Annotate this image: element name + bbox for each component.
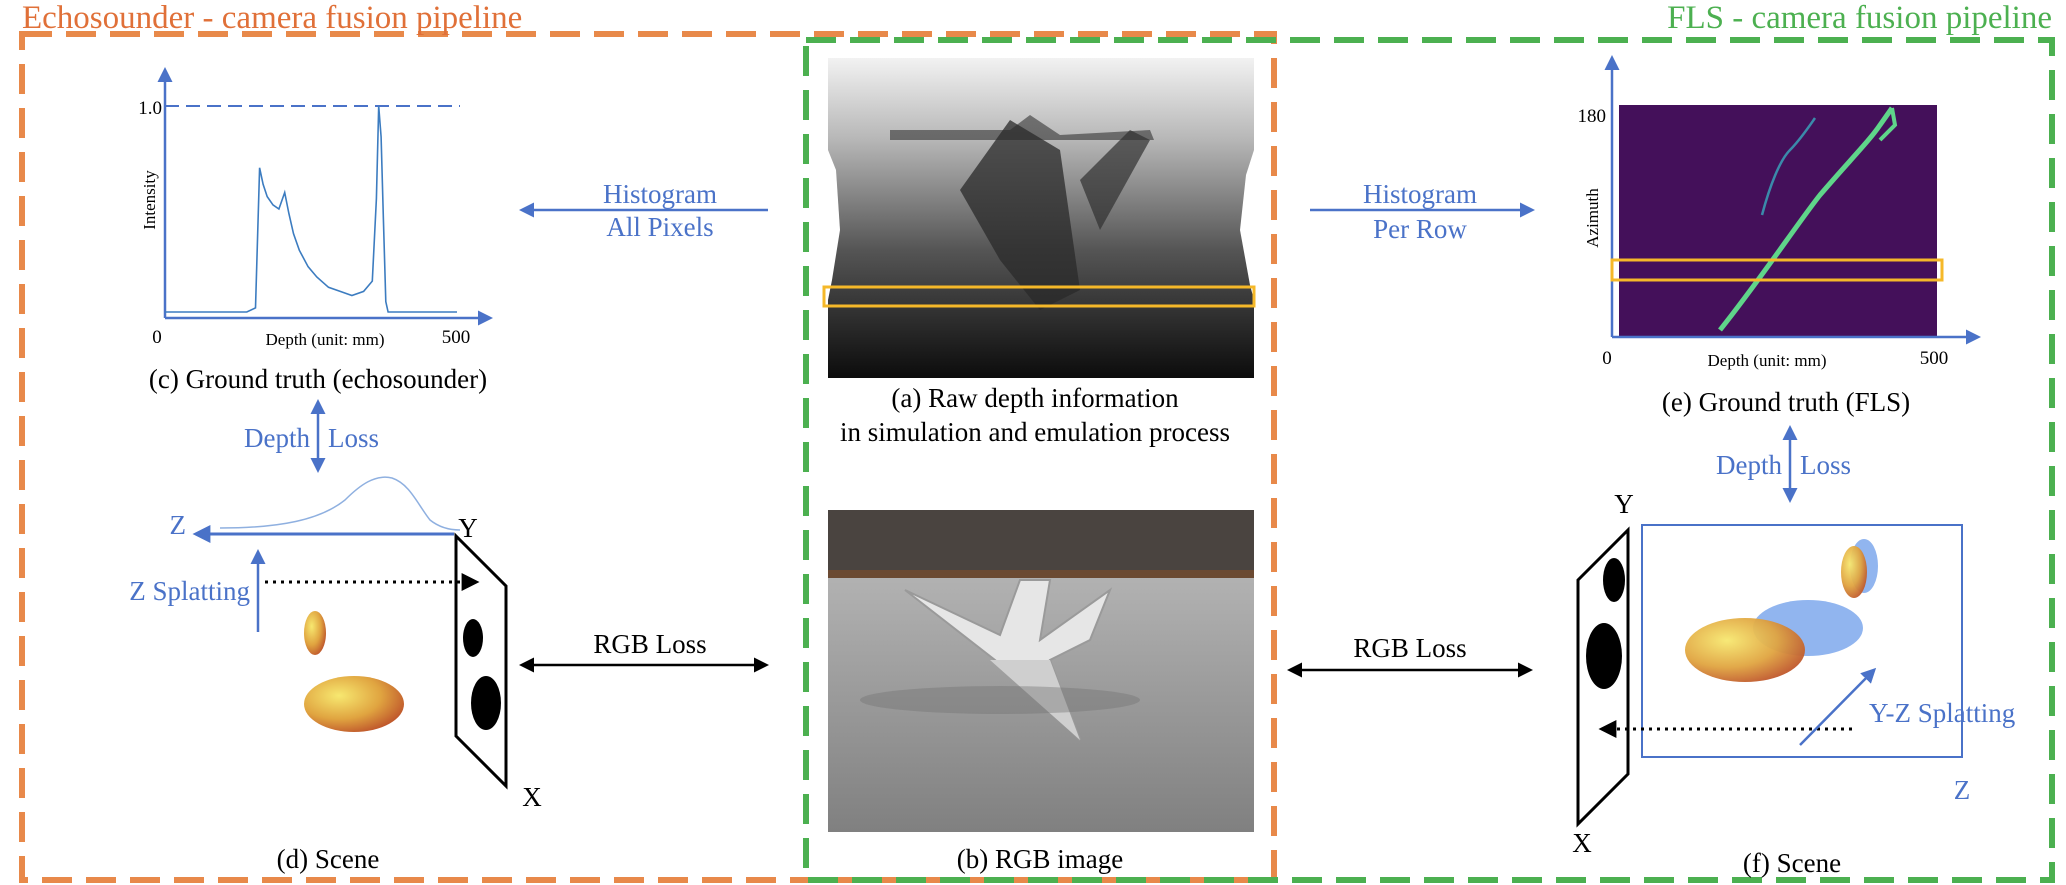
raw-depth-image	[822, 58, 1256, 378]
scene-d-gaussian-large	[304, 676, 404, 732]
scene-d-lens-small	[463, 619, 483, 657]
scene-f-gaussian-small	[1841, 546, 1867, 598]
chart-c-intensity-series	[165, 105, 457, 313]
chart-c-ytick-max: 1.0	[138, 98, 162, 119]
fls-scene: Y X Z Y-Z Splatting	[1572, 489, 2015, 858]
scene-d-x-label: X	[522, 782, 542, 812]
echosounder-pipeline-frame	[19, 31, 1277, 883]
chart-c-xtick-min: 0	[152, 327, 162, 348]
rgb-image	[828, 510, 1254, 832]
chart-e-xlabel: Depth (unit: mm)	[1708, 351, 1827, 370]
scene-f-lens-large	[1586, 623, 1622, 689]
scene-f-bounding-box	[1641, 524, 1963, 758]
rgb-loss-left-label: RGB Loss	[593, 629, 706, 659]
chart-c-xtick-max: 500	[442, 327, 471, 348]
scene-f-z-label: Z	[1954, 775, 1971, 805]
fls-heatmap	[1619, 105, 1937, 337]
histogram-right-label-1: Histogram	[1363, 179, 1477, 209]
scene-f-y-label: Y	[1614, 489, 1634, 519]
panel-a-caption-line1: (a) Raw depth information	[891, 383, 1179, 413]
fls-row-highlight	[1610, 258, 1944, 282]
scene-d-gaussian-small	[304, 611, 326, 655]
panel-a-caption-line2: in simulation and emulation process	[840, 417, 1230, 447]
histogram-left-label-1: Histogram	[603, 179, 717, 209]
scene-d-z-label: Z	[170, 510, 187, 540]
depth-row-highlight	[822, 285, 1256, 308]
scene-f-x-label: X	[1572, 828, 1592, 858]
depth-loss-right-word2: Loss	[1800, 450, 1851, 480]
fls-pipeline-frame	[803, 37, 2055, 883]
histogram-right-label-2: Per Row	[1373, 214, 1467, 244]
fls-main-curve	[1718, 106, 1895, 332]
chart-e-xtick-min: 0	[1602, 348, 1612, 369]
chart-e-xtick-max: 500	[1920, 348, 1949, 369]
chart-c-xlabel: Depth (unit: mm)	[266, 330, 385, 349]
panel-d-caption: (d) Scene	[277, 844, 380, 874]
scene-d-profile-curve	[219, 476, 461, 531]
depth-loss-right-word1: Depth	[1716, 450, 1782, 480]
chart-e-ytick-max: 180	[1578, 106, 1607, 127]
scene-f-splat-label: Y-Z Splatting	[1869, 698, 2015, 728]
echosounder-scene: Z Y X Z Splatting	[129, 476, 542, 812]
echosounder-chart: 1.0 0 500 Depth (unit: mm) Intensity	[138, 67, 493, 349]
chart-c-ylabel: Intensity	[140, 170, 159, 230]
depth-loss-left-word1: Depth	[244, 423, 310, 453]
panel-b-caption: (b) RGB image	[957, 844, 1123, 874]
echosounder-pipeline-title: Echosounder - camera fusion pipeline	[22, 0, 522, 36]
panel-e-caption: (e) Ground truth (FLS)	[1662, 387, 1910, 417]
chart-e-ylabel: Azimuth	[1583, 188, 1602, 248]
fls-pipeline-title: FLS - camera fusion pipeline	[1667, 0, 2052, 36]
fls-chart: 180 0 500 Depth (unit: mm) Azimuth	[1578, 55, 1981, 370]
scene-d-lens-large	[471, 676, 501, 730]
panel-c-caption: (c) Ground truth (echosounder)	[149, 364, 487, 394]
scene-f-gaussian-large	[1685, 618, 1805, 682]
depth-loss-left-word2: Loss	[328, 423, 379, 453]
fls-secondary-curve	[1760, 117, 1817, 216]
panel-f-caption: (f) Scene	[1743, 848, 1841, 878]
scene-d-splat-label: Z Splatting	[129, 576, 250, 606]
scene-d-camera-plane	[454, 532, 508, 790]
scene-f-splat-arrow	[1799, 667, 1877, 746]
scene-f-lens-small	[1603, 558, 1625, 602]
rgb-loss-right-label: RGB Loss	[1353, 633, 1466, 663]
histogram-left-label-2: All Pixels	[606, 212, 713, 242]
scene-d-y-label: Y	[458, 513, 478, 543]
